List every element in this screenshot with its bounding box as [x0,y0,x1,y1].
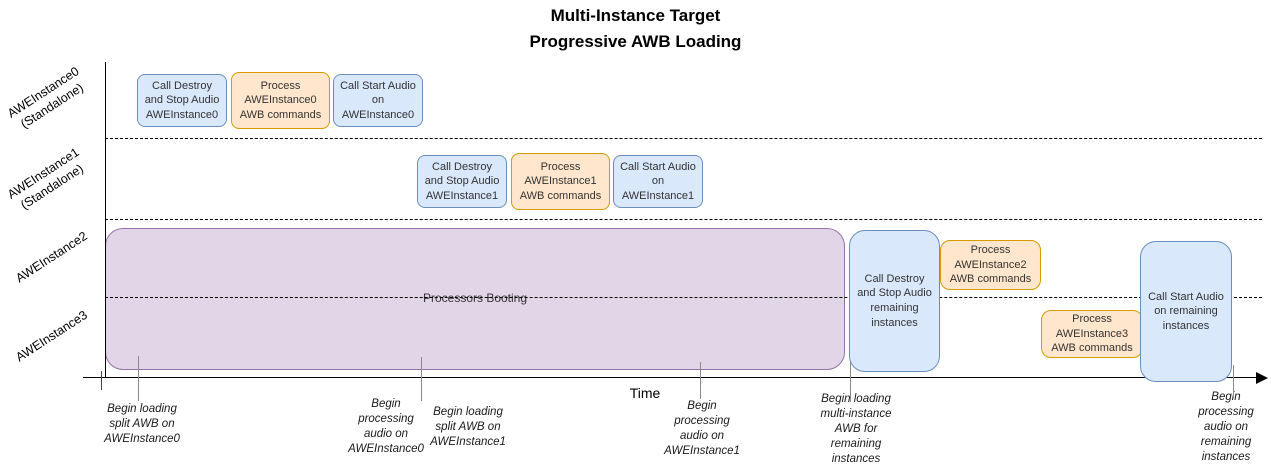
row-label-aweinstance0: AWEInstance0 (Standalone) [5,64,86,131]
axis-start-tick [101,371,102,390]
box-start-audio-remaining: Call Start Audio on remaining instances [1140,241,1232,382]
leader-begin-load-multi-instance [850,362,851,402]
box-destroy-stop-audio-instance0: Call Destroy and Stop Audio AWEInstance0 [137,74,227,127]
box-start-audio-instance0: Call Start Audio on AWEInstance0 [333,74,423,127]
annotation-begin-processing-instance1: Begin processing audio on AWEInstance1 [664,400,740,457]
box-process-instance2-awb: Process AWEInstance2 AWB commands [940,240,1041,290]
row-label-aweinstance3: AWEInstance3 [13,307,90,365]
box-destroy-stop-audio-instance1: Call Destroy and Stop Audio AWEInstance1 [417,155,507,208]
annotation-begin-loading-awb-instance0: Begin loading split AWB on AWEInstance0 [104,403,180,445]
leader-begin-processing-remaining [1233,365,1234,398]
leader-begin-processing-instance0 [421,357,422,401]
leader-begin-load-instance0 [138,356,139,401]
row-label-aweinstance1: AWEInstance1 (Standalone) [5,145,86,212]
annotation-begin-processing-remaining: Begin processing audio on remaining inst… [1198,391,1254,463]
annotation-begin-loading-awb-instance1: Begin loading split AWB on AWEInstance1 [430,406,506,448]
row-label-aweinstance2: AWEInstance2 [13,228,90,286]
box-processors-booting: Processors Booting [105,228,845,370]
leader-begin-processing-instance1 [700,362,701,399]
row-separator-1 [105,138,1262,139]
annotation-begin-processing-instance0: Begin processing audio on AWEInstance0 [348,398,424,455]
axis-arrow-icon [1256,371,1268,384]
box-process-instance0-awb: Process AWEInstance0 AWB commands [231,72,330,129]
box-destroy-stop-audio-remaining: Call Destroy and Stop Audio remaining in… [849,230,940,372]
row-separator-2 [105,219,1262,220]
box-start-audio-instance1: Call Start Audio on AWEInstance1 [613,155,703,208]
box-process-instance1-awb: Process AWEInstance1 AWB commands [511,153,610,210]
diagram-title: Multi-Instance Target Progressive AWB Lo… [529,6,742,52]
box-process-instance3-awb: Process AWEInstance3 AWB commands [1041,310,1143,358]
time-axis-line [83,377,1258,378]
annotation-begin-loading-multi-instance: Begin loading multi-instance AWB for rem… [820,393,892,465]
time-axis-label: Time [629,385,661,401]
row-separator-3 [105,297,1262,298]
